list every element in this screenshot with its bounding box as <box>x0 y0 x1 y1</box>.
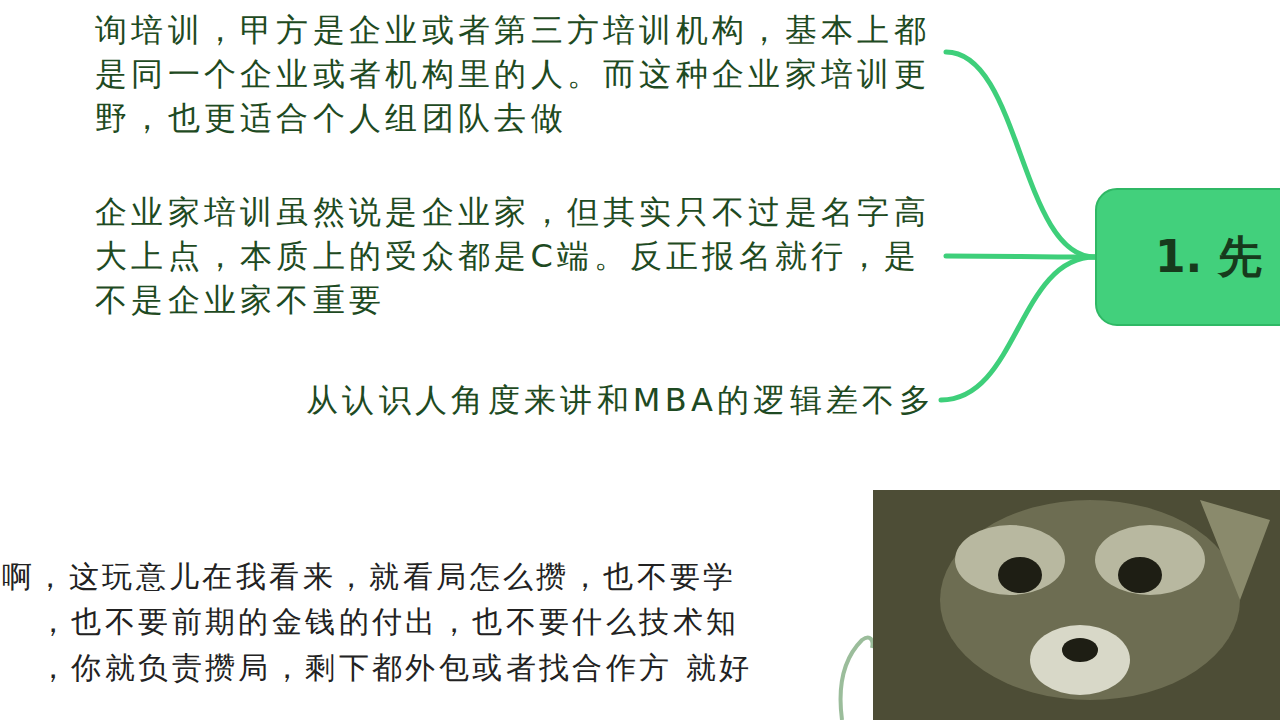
branch-text-node: 从认识人角度来讲和MBA的逻辑差不多 <box>306 378 935 422</box>
branch-text: 企业家培训虽然说是企业家，但其实只不过是名字高 大上点，本质上的受众都是C端。反… <box>95 190 940 322</box>
decor-curve <box>841 638 873 720</box>
raccoon-face-patch <box>955 525 1065 595</box>
subtitle-line: 啊，这玩意儿在我看来，就看局怎么攒，也不要学 <box>2 557 737 597</box>
branch-text: 从认识人角度来讲和MBA的逻辑差不多 <box>306 378 935 422</box>
root-topic-box: 1. 先 <box>1095 188 1280 326</box>
branch-connector <box>941 257 1095 400</box>
raccoon-eye <box>998 557 1042 593</box>
raccoon-nose <box>1062 638 1098 662</box>
raccoon-ear <box>1200 500 1270 600</box>
branch-text: 询培训，甲方是企业或者第三方培训机构，基本上都 是同一个企业或者机构里的人。而这… <box>95 8 940 140</box>
topic-title: 1. 先 <box>1097 228 1262 287</box>
branch-text-node: 询培训，甲方是企业或者第三方培训机构，基本上都 是同一个企业或者机构里的人。而这… <box>95 8 940 140</box>
subtitle-line: ，你就负责攒局，剩下都外包或者找合作方 就好 <box>38 648 752 688</box>
raccoon-photo <box>873 490 1280 720</box>
branch-connector <box>946 256 1095 257</box>
raccoon-snout <box>1030 625 1130 695</box>
raccoon-face-patch <box>1095 525 1205 595</box>
branch-text-node: 企业家培训虽然说是企业家，但其实只不过是名字高 大上点，本质上的受众都是C端。反… <box>95 190 940 322</box>
branch-connector <box>946 52 1095 257</box>
raccoon-eye <box>1118 557 1162 593</box>
subtitle-line: ，也不要前期的金钱的付出，也不要什么技术知 <box>38 602 739 642</box>
raccoon-head <box>940 500 1240 700</box>
